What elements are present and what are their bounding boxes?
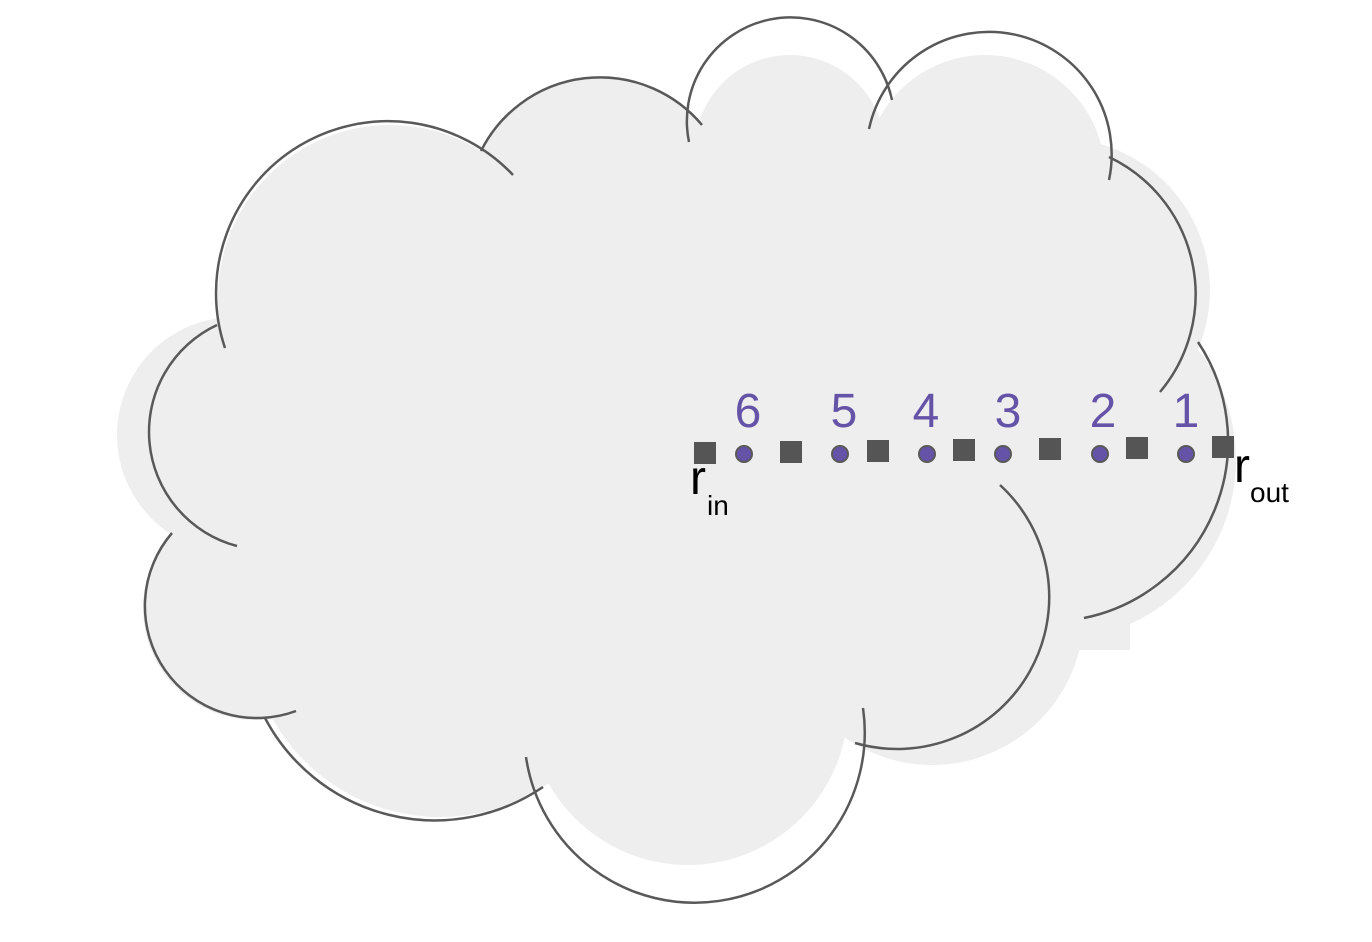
sample-points: 6 5 4 3 2 1 <box>735 385 1200 463</box>
sample-point-label-3: 3 <box>995 385 1022 438</box>
sample-point-label-6: 6 <box>735 385 762 438</box>
square-marker <box>1126 437 1148 459</box>
sample-point-5 <box>831 445 849 463</box>
square-marker <box>694 442 716 464</box>
r-out-subscript: out <box>1250 477 1289 508</box>
r-in-label: r in <box>690 452 729 521</box>
square-marker <box>1039 438 1061 460</box>
sample-point-2 <box>1091 445 1109 463</box>
r-out-label: r out <box>1234 440 1289 508</box>
r-out-base: r <box>1234 440 1250 493</box>
sample-point-3 <box>994 445 1012 463</box>
square-marker <box>953 439 975 461</box>
square-marker <box>780 441 802 463</box>
sample-point-label-1: 1 <box>1173 385 1200 438</box>
sample-point-label-4: 4 <box>913 385 940 438</box>
r-in-base: r <box>690 452 706 505</box>
sample-point-1 <box>1177 445 1195 463</box>
square-marker <box>1212 436 1234 458</box>
square-marker <box>867 440 889 462</box>
radial-line <box>694 436 1234 464</box>
sample-point-label-5: 5 <box>831 385 858 438</box>
cloud-shape <box>117 16 1236 904</box>
r-in-subscript: in <box>707 490 729 521</box>
sample-point-6 <box>735 445 753 463</box>
sample-point-4 <box>918 445 936 463</box>
sample-point-label-2: 2 <box>1090 385 1117 438</box>
